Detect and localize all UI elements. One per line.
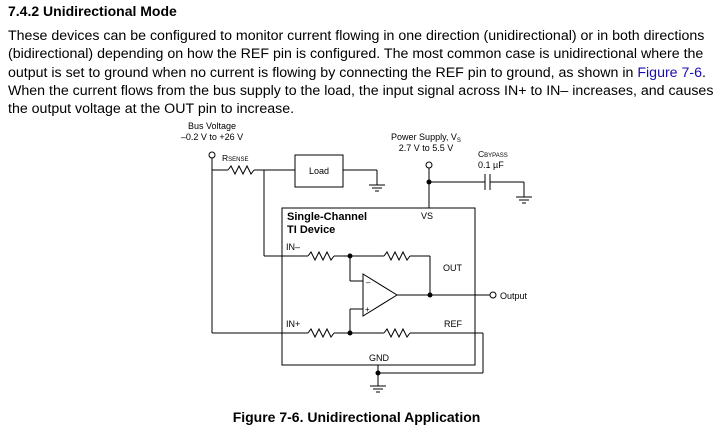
junction-dot: [375, 370, 381, 376]
pin-out: OUT: [443, 263, 463, 273]
load-box: [294, 154, 344, 188]
power-supply-range: 2.7 V to 5.5 V: [399, 143, 454, 153]
junction-dot: [347, 253, 353, 259]
cbypass-value: 0.1 µF: [478, 160, 504, 170]
paragraph-text: output is set to ground when no current …: [8, 64, 638, 81]
in-plus-resistor: [307, 327, 335, 339]
pin-in-minus: IN–: [286, 242, 300, 252]
junction-dot: [347, 330, 353, 336]
rsense-main: R: [222, 153, 228, 163]
paragraph-line: When the current flows from the bus supp…: [8, 82, 713, 99]
figure-caption: Figure 7-6. Unidirectional Application: [232, 409, 481, 425]
pin-vs: VS: [421, 211, 433, 221]
pin-in-plus: IN+: [286, 319, 300, 329]
junction-dot: [427, 292, 433, 298]
in-minus-resistor: [307, 250, 335, 262]
device-title: Single-Channel: [287, 211, 367, 223]
rsense-resistor: [227, 164, 255, 176]
paragraph-line: the output voltage at the OUT pin to inc…: [8, 101, 295, 118]
figure-link[interactable]: Figure 7-6: [637, 64, 703, 81]
rsense-sub: SENSE: [228, 157, 248, 163]
opamp-minus-sign: –: [366, 278, 371, 287]
opamp-triangle: [362, 273, 398, 317]
pin-ref: REF: [444, 319, 463, 329]
power-supply-main: Power Supply, V: [391, 132, 457, 142]
pin-gnd: GND: [369, 353, 390, 363]
bus-voltage-terminal: [208, 151, 216, 159]
paragraph-line: (bidirectional) depending on how the REF…: [8, 46, 704, 63]
paragraph-line: These devices can be configured to monit…: [8, 28, 705, 44]
rsense-label: RSENSE: [222, 153, 248, 163]
feedback-resistor: [383, 250, 411, 262]
section-heading: 7.4.2 Unidirectional Mode: [8, 3, 177, 19]
device-subtitle: TI Device: [287, 224, 335, 236]
paragraph-line: output is set to ground when no current …: [8, 64, 708, 82]
bus-voltage-label: Bus Voltage: [188, 121, 236, 131]
ref-resistor: [383, 327, 411, 339]
cbypass-main: C: [478, 149, 484, 159]
load-label: Load: [309, 166, 329, 176]
cbypass-label: CBYPASS: [478, 149, 508, 159]
cbypass-sub: BYPASS: [484, 153, 508, 159]
power-supply-sub: S: [457, 138, 461, 144]
section-paragraph: These devices can be configured to monit…: [8, 27, 713, 118]
opamp-plus-sign: +: [365, 305, 370, 314]
link-suffix: .: [702, 64, 706, 81]
output-terminal: [489, 291, 497, 299]
power-supply-terminal: [425, 161, 433, 169]
bus-voltage-range: –0.2 V to +26 V: [181, 132, 243, 142]
output-label: Output: [500, 291, 528, 301]
power-supply-label: Power Supply, VS: [391, 132, 461, 144]
